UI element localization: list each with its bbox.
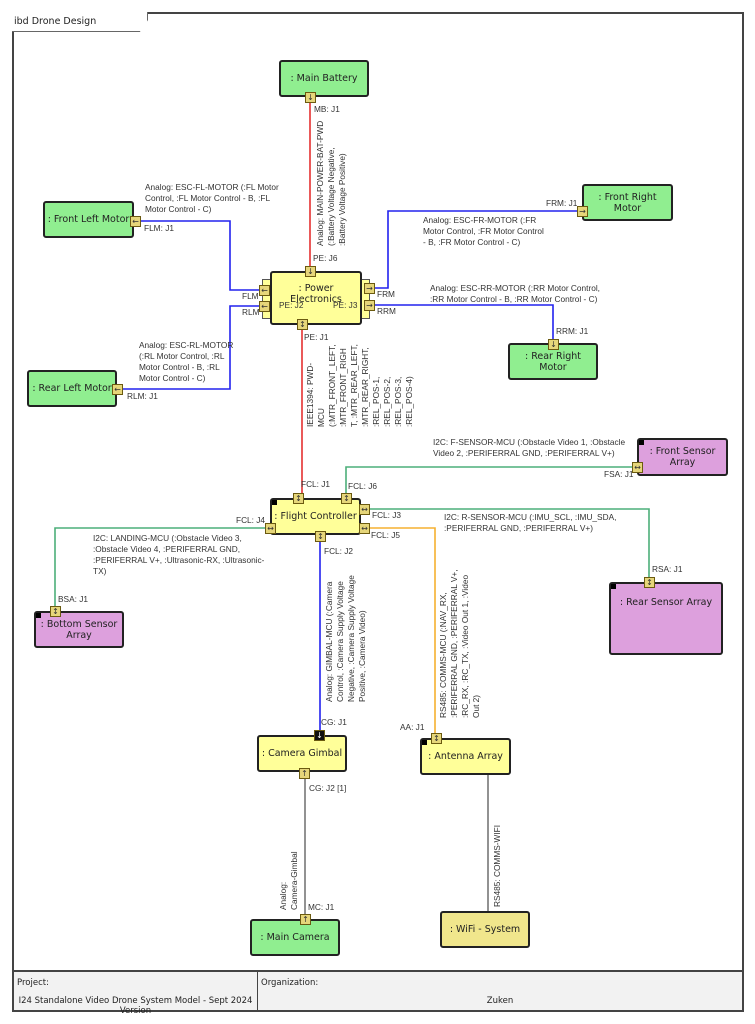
port-bidirectional-icon[interactable]: ↕	[644, 577, 655, 588]
port-label: PE: J2	[279, 300, 304, 310]
port-down-icon[interactable]: ↓	[305, 92, 316, 103]
port-label: BSA: J1	[58, 594, 88, 604]
connector-label-rr: Analog: ESC-RR-MOTOR (:RR Motor Control,…	[430, 283, 600, 304]
port-label: RRM: J1	[556, 326, 589, 336]
wire-landing	[54, 527, 270, 611]
port-label: PE: J1	[304, 332, 329, 342]
port-label: MB: J1	[314, 104, 340, 114]
port-down-icon[interactable]: ↓	[548, 339, 559, 350]
connector-label-rear-sensor: I2C: R-SENSOR-MCU (:IMU_SCL, :IMU_SDA, :…	[444, 512, 617, 533]
port-label: FLM	[242, 291, 259, 301]
block-antenna-array[interactable]: : Antenna Array	[420, 738, 511, 775]
connector-label-camera: Analog: Camera-Gimbal	[278, 851, 299, 910]
connector-label-front-sensor: I2C: F-SENSOR-MCU (:Obstacle Video 1, :O…	[433, 437, 626, 458]
connector-label-battery: Analog: MAIN-POWER-BAT-PWD (:Battery Vol…	[315, 120, 347, 246]
port-label: CG: J1	[321, 717, 347, 727]
port-label: RRM	[377, 306, 396, 316]
port-bidirectional-icon[interactable]: ↕	[293, 493, 304, 504]
port-right-icon[interactable]: →	[577, 206, 588, 217]
connector-label-fr: Analog: ESC-FR-MOTOR (:FR Motor Control,…	[423, 215, 544, 247]
port-down-icon[interactable]: ↓	[314, 730, 325, 741]
wire-fr-motor	[369, 210, 582, 289]
port-left-icon[interactable]: ←	[112, 384, 123, 395]
port-label: FCL: J5	[371, 530, 401, 540]
port-bidirectional-icon[interactable]: ↕	[50, 606, 61, 617]
wire-rl-motor	[117, 305, 262, 390]
block-front-right-motor[interactable]: : Front Right Motor	[582, 184, 673, 221]
wire-rear-sensor	[361, 508, 650, 582]
connector-label-landing: I2C: LANDING-MCU (:Obstacle Video 3, :Ob…	[93, 533, 265, 576]
port-up-icon[interactable]: ↑	[300, 914, 311, 925]
connector-label-gimbal: Analog: GIMBAL-MCU (:Camera Control, :Ca…	[324, 575, 367, 702]
block-wifi-system[interactable]: : WiFi - System	[440, 911, 530, 948]
block-main-camera[interactable]: : Main Camera	[250, 919, 340, 956]
organization-cell: Organization: Zuken	[258, 972, 742, 1010]
port-bidirectional-icon[interactable]: ↔	[265, 523, 276, 534]
connector-label-comms: RS485: COMMS-MCU (:NAV_RX, :PERIFERRAL G…	[438, 569, 481, 718]
port-label: RLM: J1	[127, 391, 158, 401]
port-right-icon[interactable]: →	[364, 283, 375, 294]
port-label: FCL: J6	[348, 481, 378, 491]
port-up-icon[interactable]: ↑	[299, 768, 310, 779]
block-camera-gimbal[interactable]: : Camera Gimbal	[257, 735, 347, 772]
port-label: PE: J6	[313, 253, 338, 263]
port-label: AA: J1	[400, 722, 425, 732]
block-main-battery[interactable]: : Main Battery	[279, 60, 369, 97]
wire-fl-motor	[134, 220, 262, 291]
organization-value: Zuken	[486, 996, 514, 1006]
port-bidirectional-icon[interactable]: ↕	[315, 531, 326, 542]
port-label: CG: J2 [1]	[309, 783, 347, 793]
port-label: FLM: J1	[144, 223, 174, 233]
connector-label-wifi: RS485: COMMS-WIFI	[492, 824, 502, 907]
title-block: Project: I24 Standalone Video Drone Syst…	[12, 970, 744, 1016]
wire-comms	[361, 527, 436, 738]
connector-label-rl: Analog: ESC-RL-MOTOR (:RL Motor Control,…	[139, 340, 234, 383]
port-down-icon[interactable]: ↓	[305, 266, 316, 277]
port-bidirectional-icon[interactable]: ↔	[359, 504, 370, 515]
port-label: FRM: J1	[546, 198, 578, 208]
project-label: Project:	[17, 978, 49, 988]
port-left-icon[interactable]: ←	[259, 285, 270, 296]
port-bidirectional-icon[interactable]: ↔	[359, 523, 370, 534]
port-label: FRM	[377, 289, 395, 299]
block-bottom-sensor-array[interactable]: : Bottom Sensor Array	[34, 611, 124, 648]
port-right-icon[interactable]: →	[364, 300, 375, 311]
block-front-left-motor[interactable]: : Front Left Motor	[43, 201, 134, 238]
port-left-icon[interactable]: ←	[130, 216, 141, 227]
port-label: FSA: J1	[604, 469, 634, 479]
port-label: FCL: J3	[372, 510, 402, 520]
block-flight-controller[interactable]: : Flight Controller	[270, 498, 361, 535]
wire-rr-motor	[369, 304, 554, 343]
block-front-sensor-array[interactable]: : Front Sensor Array	[637, 438, 728, 476]
port-label: FCL: J1	[301, 479, 331, 489]
connector-label-fl: Analog: ESC-FL-MOTOR (:FL Motor Control,…	[145, 182, 279, 214]
port-label: RSA: J1	[652, 564, 683, 574]
connector-label-pwd: IEEE1394: PWD- MCU (:MTR_FRONT_LEFT, :MT…	[305, 344, 414, 427]
block-rear-left-motor[interactable]: : Rear Left Motor	[27, 370, 117, 407]
port-bidirectional-icon[interactable]: ↕	[341, 493, 352, 504]
organization-label: Organization:	[261, 978, 319, 988]
port-bidirectional-icon[interactable]: ↕	[297, 319, 308, 330]
block-rear-sensor-array[interactable]: : Rear Sensor Array	[609, 582, 723, 655]
block-power-electronics[interactable]: : Power Electronics	[270, 271, 362, 325]
port-label: MC: J1	[308, 902, 335, 912]
port-label: FCL: J2	[324, 546, 354, 556]
port-bidirectional-icon[interactable]: ↕	[431, 733, 442, 744]
port-left-icon[interactable]: ←	[259, 301, 270, 312]
project-cell: Project: I24 Standalone Video Drone Syst…	[14, 972, 258, 1016]
port-label: PE: J3	[333, 300, 358, 310]
port-label: FCL: J4	[236, 515, 266, 525]
project-value: I24 Standalone Video Drone System Model …	[18, 996, 253, 1016]
port-label: RLM	[242, 307, 260, 317]
port-bidirectional-icon[interactable]: ↔	[632, 462, 643, 473]
wire-front-sensor	[345, 466, 637, 498]
